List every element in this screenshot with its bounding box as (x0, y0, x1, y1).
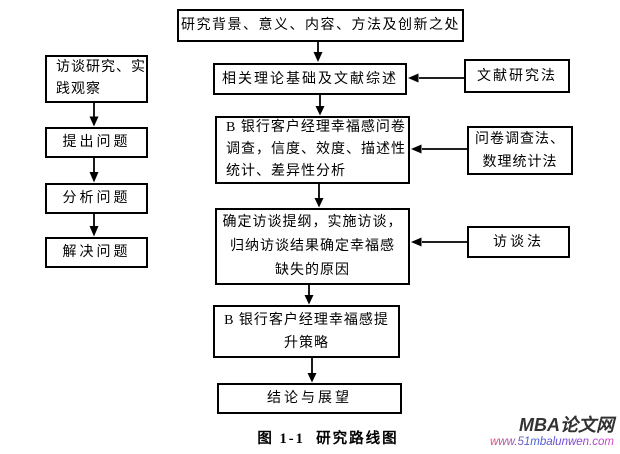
node-label: 研究背景、意义、内容、方法及创新之处 (181, 18, 460, 33)
node-solve-question: 解决问题 (45, 237, 148, 268)
node-interview-method: 访谈法 (467, 226, 570, 258)
node-label: 文献研究法 (477, 68, 557, 84)
node-interview-outline-analysis: 确定访谈提纲，实施访谈， 归纳访谈结果确定幸福感 缺失的原因 (215, 208, 410, 285)
node-raise-question: 提出问题 (45, 127, 148, 158)
node-questionnaire-statistics-method: 问卷调查法、 数理统计法 (467, 126, 573, 175)
node-questionnaire-survey-analysis: B 银行客户经理幸福感问卷 调查，信度、效度、描述性 统计、差异性分析 (215, 116, 410, 184)
node-analyze-question: 分析问题 (45, 183, 148, 214)
watermark-site-name: MBA论文网 (519, 415, 614, 435)
node-theory-literature-review: 相关理论基础及文献综述 (213, 63, 407, 95)
node-label: 相关理论基础及文献综述 (222, 71, 398, 87)
node-improvement-strategy: B 银行客户经理幸福感提 升策略 (213, 305, 400, 358)
watermark: MBA论文网 www.51mbalunwen.com (489, 415, 614, 448)
node-label: 结论与展望 (267, 391, 352, 406)
node-label: 分析问题 (62, 191, 131, 206)
node-label: 确定访谈提纲，实施访谈， 归纳访谈结果确定幸福感 缺失的原因 (222, 214, 403, 278)
node-label: 解决问题 (62, 245, 131, 260)
node-label: 访谈法 (493, 234, 544, 250)
node-label: B 银行客户经理幸福感问卷 调查，信度、效度、描述性 统计、差异性分析 (226, 120, 406, 179)
node-label: 访谈研究、实 践观察 (56, 60, 146, 97)
figure-caption: 图 1-1 研究路线图 (257, 431, 399, 447)
node-literature-research-method: 文献研究法 (464, 59, 570, 93)
node-label: B 银行客户经理幸福感提 升策略 (224, 312, 389, 351)
node-label: 问卷调查法、 数理统计法 (475, 131, 565, 170)
node-conclusion-outlook: 结论与展望 (217, 383, 402, 414)
node-label: 提出问题 (62, 135, 131, 150)
node-interview-research-observation: 访谈研究、实 践观察 (45, 55, 148, 103)
node-research-background: 研究背景、意义、内容、方法及创新之处 (177, 9, 464, 42)
watermark-site-url: www.51mbalunwen.com (489, 435, 614, 448)
